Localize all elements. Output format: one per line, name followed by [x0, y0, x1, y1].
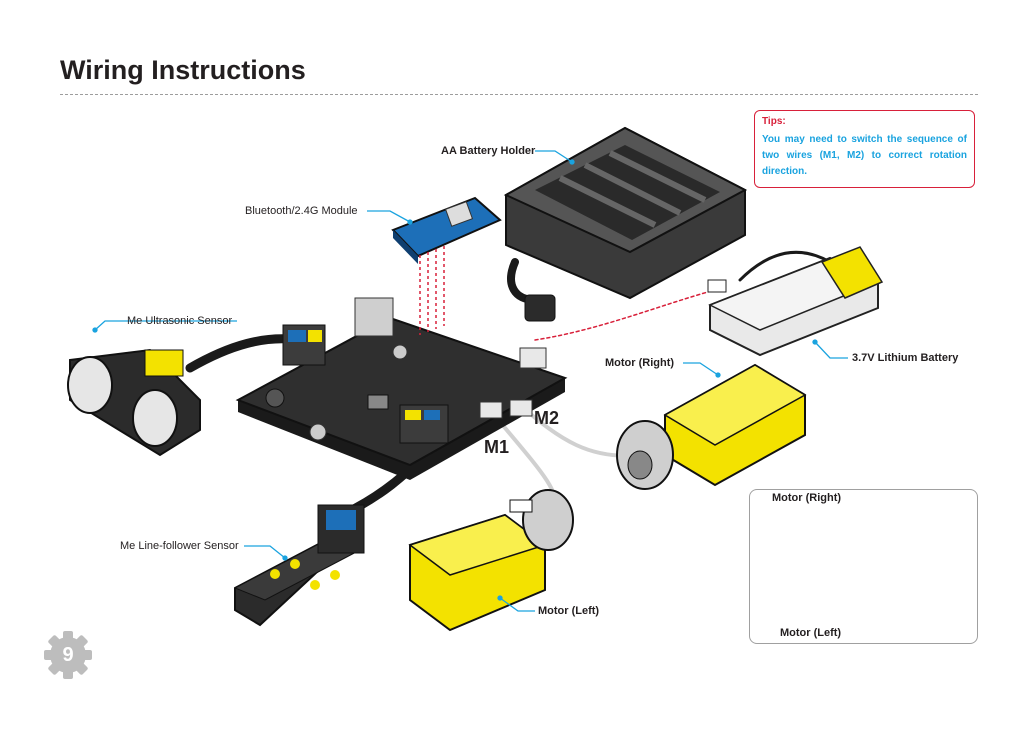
tips-title: Tips: [762, 116, 786, 127]
label-motor-right: Motor (Right) [605, 357, 675, 369]
page-title: Wiring Instructions [60, 55, 306, 85]
inset-label-motor-left: Motor (Left) [780, 627, 842, 639]
inset-label-motor-right: Motor (Right) [772, 492, 842, 504]
main-control-board [235, 297, 568, 480]
callout-leaders [92, 150, 848, 612]
label-motor-left: Motor (Left) [538, 605, 600, 617]
ultrasonic-sensor [67, 348, 201, 457]
tips-body: You may need to switch the sequence of t… [762, 134, 967, 177]
label-line-follower: Me Line-follower Sensor [120, 540, 239, 552]
bluetooth-module [391, 196, 502, 335]
tips-box: Tips: You may need to switch the sequenc… [754, 110, 975, 188]
title-divider [60, 94, 978, 95]
gear-icon [44, 631, 92, 679]
aa-battery-holder [503, 126, 748, 322]
page-number: 9 [62, 644, 74, 666]
label-lithium-battery: 3.7V Lithium Battery [852, 352, 959, 364]
label-m1: M1 [484, 437, 510, 457]
label-aa-battery-holder: AA Battery Holder [441, 145, 536, 157]
label-ultrasonic-sensor: Me Ultrasonic Sensor [127, 315, 233, 327]
motor-left [408, 489, 574, 632]
lithium-battery [707, 246, 884, 357]
label-m2: M2 [534, 408, 560, 428]
label-bluetooth-module: Bluetooth/2.4G Module [245, 205, 358, 217]
line-follower-sensor [233, 504, 365, 627]
inset-panel [749, 489, 978, 644]
motor-right [616, 363, 807, 490]
